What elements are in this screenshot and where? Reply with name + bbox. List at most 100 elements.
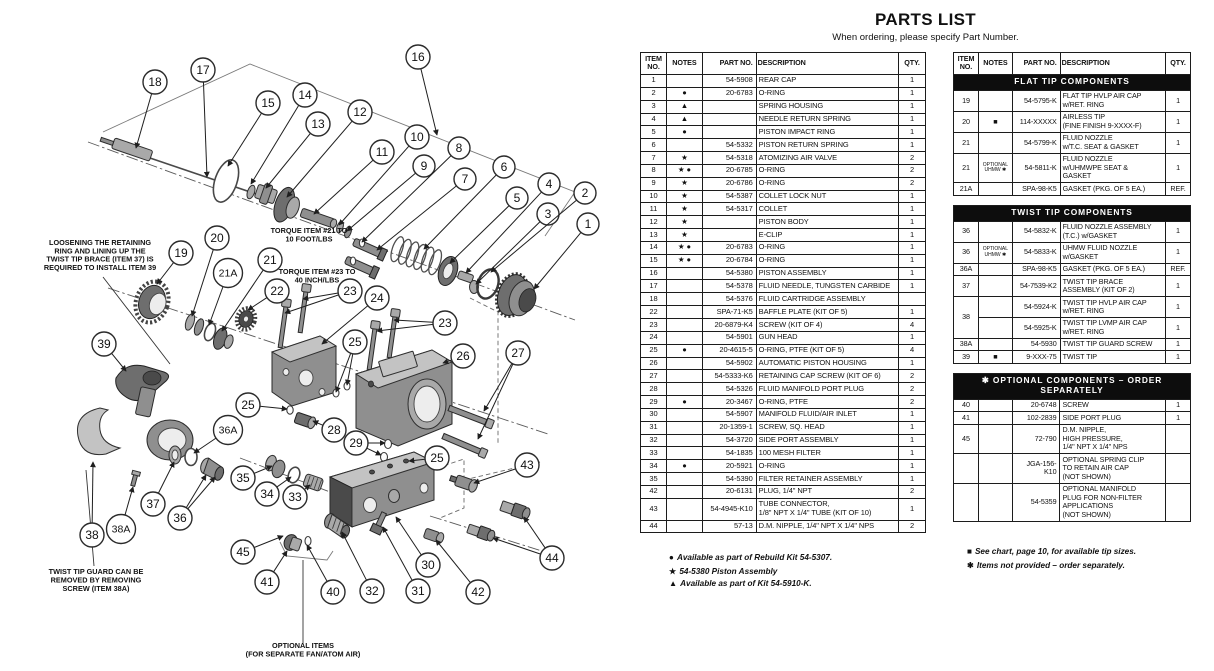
- cell-item-no: 15: [640, 253, 667, 268]
- callout-label: 33: [288, 490, 302, 504]
- leader-line: [442, 358, 452, 365]
- retaining-ring-part: [133, 279, 171, 325]
- leader-line: [313, 159, 374, 215]
- cell-item-no: 36A: [953, 262, 979, 277]
- cell-part-no: 72-790: [1011, 423, 1061, 455]
- callout-38: [79, 522, 105, 548]
- cell-description: OPTIONAL MANIFOLD PLUG FOR NON-FILTER AP…: [1059, 482, 1167, 522]
- cell-description: O-RING: [755, 240, 900, 255]
- leader-line: [395, 516, 422, 556]
- nipple-part-44b: [466, 523, 496, 542]
- cell-qty: 1: [898, 138, 926, 153]
- gun-head-part: [270, 335, 338, 407]
- cell-description: TWIST TIP BRACE ASSEMBLY (KIT OF 2): [1059, 275, 1167, 298]
- leader-line: [265, 132, 311, 189]
- leader-line: [286, 120, 353, 198]
- cell-part-no: 54-5930: [1011, 337, 1061, 352]
- callout-label: 13: [311, 117, 325, 131]
- callout-label: 11: [376, 145, 389, 159]
- leader-line: [335, 353, 352, 393]
- cell-part-no: 54-5333-K6: [701, 369, 757, 384]
- callout-30: [415, 552, 441, 578]
- leader-line: [321, 305, 369, 345]
- leader-line: [312, 420, 324, 426]
- cell-notes: [665, 73, 703, 88]
- retaining-cap-screw-part-1: [447, 404, 495, 430]
- column-header: PART NO.: [1011, 52, 1061, 75]
- callout-1: [576, 212, 600, 236]
- callout-label: 35: [236, 471, 250, 485]
- cell-notes: ■: [977, 110, 1013, 133]
- footnote: ●Available as part of Rebuild Kit 54-530…: [669, 553, 833, 562]
- callout-43: [514, 452, 540, 478]
- cell-description: FILTER RETAINER ASSEMBLY: [755, 472, 900, 486]
- footnote: ✱Items not provided – order separately.: [967, 560, 1125, 570]
- washer-part: [246, 184, 256, 200]
- cell-part-no: 54-7539-K2: [1011, 275, 1061, 298]
- callout-34: [254, 481, 280, 507]
- cell-part-no: [701, 228, 757, 242]
- column-header: NOTES: [977, 52, 1013, 75]
- cell-notes: [665, 279, 703, 294]
- column-header: NOTES: [665, 52, 703, 75]
- cell-part-no: 20-6783: [701, 240, 757, 255]
- tip-tables-footnotes: ■See chart, page 10, for available tip s…: [967, 547, 1136, 573]
- cell-notes: [665, 138, 703, 153]
- callout-41: [254, 569, 280, 595]
- callout-23: [337, 278, 363, 304]
- cell-description: SIDE PORT PLUG: [1059, 411, 1167, 425]
- section-header: ✱ OPTIONAL COMPONENTS – ORDER SEPARATELY: [953, 372, 1191, 400]
- cell-description: COLLET LOCK NUT: [755, 189, 900, 204]
- leader-line: [157, 461, 175, 494]
- leader-line: [193, 437, 217, 454]
- cell-notes: ★: [665, 215, 703, 230]
- cell-qty: [1165, 423, 1191, 455]
- callout-label: 32: [365, 584, 379, 598]
- cell-item-no: 23: [640, 318, 667, 332]
- screw-part-23b: [297, 283, 312, 334]
- callout-20: [204, 225, 230, 251]
- cell-description: O-RING: [755, 86, 900, 101]
- column-header: ITEM NO.: [953, 52, 979, 75]
- cell-qty: 1: [1165, 350, 1191, 364]
- valve-oring-part-2: [349, 256, 357, 266]
- callout-25: [342, 329, 368, 355]
- cell-qty: [1165, 482, 1191, 522]
- callout-label: 7: [462, 172, 469, 186]
- callout-label: 25: [241, 398, 255, 412]
- cell-notes: ▲: [665, 112, 703, 127]
- cell-item-no: 33: [640, 446, 667, 461]
- annotation-leader: [102, 276, 171, 365]
- cell-qty: REF.: [1165, 182, 1191, 196]
- cell-qty: 1: [1165, 110, 1191, 133]
- callout-22: [264, 278, 290, 304]
- cell-notes: [665, 484, 703, 499]
- callout-label: 4: [546, 177, 553, 191]
- cell-part-no: 54-5326: [701, 382, 757, 397]
- cell-part-no: 57-13: [701, 519, 757, 534]
- oring-part-25a: [332, 388, 340, 398]
- cell-description: FLUID NOZZLE w/UHMWPE SEAT & GASKET: [1059, 152, 1167, 184]
- callout-label: 25: [430, 451, 444, 465]
- cell-qty: REF.: [1165, 262, 1191, 277]
- cell-part-no: [701, 99, 757, 114]
- leader-line: [366, 447, 382, 456]
- cell-notes: [977, 453, 1013, 484]
- cell-notes: [665, 519, 703, 534]
- column-header: DESCRIPTION: [1059, 52, 1167, 75]
- callout-17: [190, 57, 216, 83]
- cell-item-no: 10: [640, 189, 667, 204]
